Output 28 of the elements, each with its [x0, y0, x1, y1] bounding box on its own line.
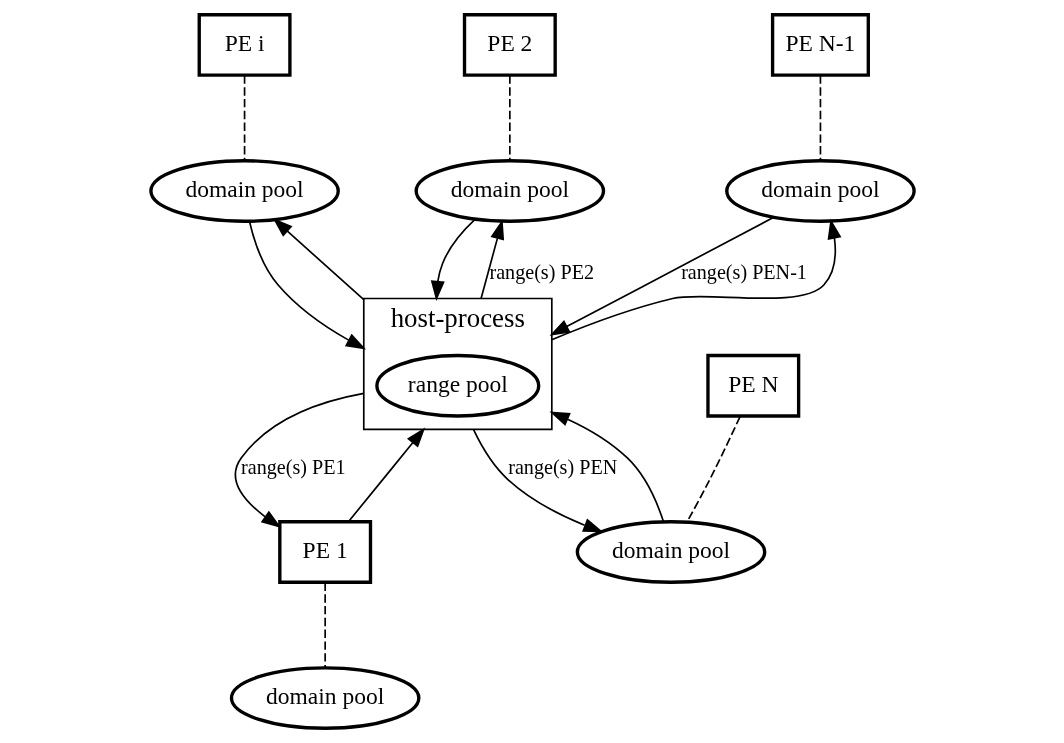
edge-label: range(s) PE2 [488, 261, 594, 284]
node-ellipse: domain pool [229, 666, 420, 730]
node-box: PE i [197, 13, 292, 77]
arrow [272, 218, 365, 301]
arrow [479, 219, 504, 300]
edge-label: range(s) PEN-1 [680, 261, 807, 284]
arrow [550, 218, 841, 341]
connector [819, 74, 821, 162]
node-ellipse: domain pool [148, 159, 340, 223]
node-ellipse: domain pool [724, 159, 916, 223]
connector [323, 581, 326, 669]
node-box: PE 1 [277, 520, 372, 584]
connector [508, 74, 511, 162]
arrow [472, 428, 603, 533]
node-box: PE 2 [462, 13, 557, 77]
arrow [548, 411, 664, 523]
edge-label: range(s) PEN [507, 456, 617, 479]
node-ellipse: domain pool [414, 159, 605, 223]
arrow [549, 216, 775, 336]
node-ellipse: range pool [374, 353, 540, 418]
arrow [234, 392, 365, 528]
connector [243, 74, 245, 162]
node-box: PE N [705, 353, 800, 418]
node-box: PE N-1 [770, 13, 870, 77]
arrow [430, 218, 476, 301]
arrow [347, 427, 425, 523]
edge-label: range(s) PE1 [240, 456, 346, 479]
arrow [248, 220, 366, 350]
